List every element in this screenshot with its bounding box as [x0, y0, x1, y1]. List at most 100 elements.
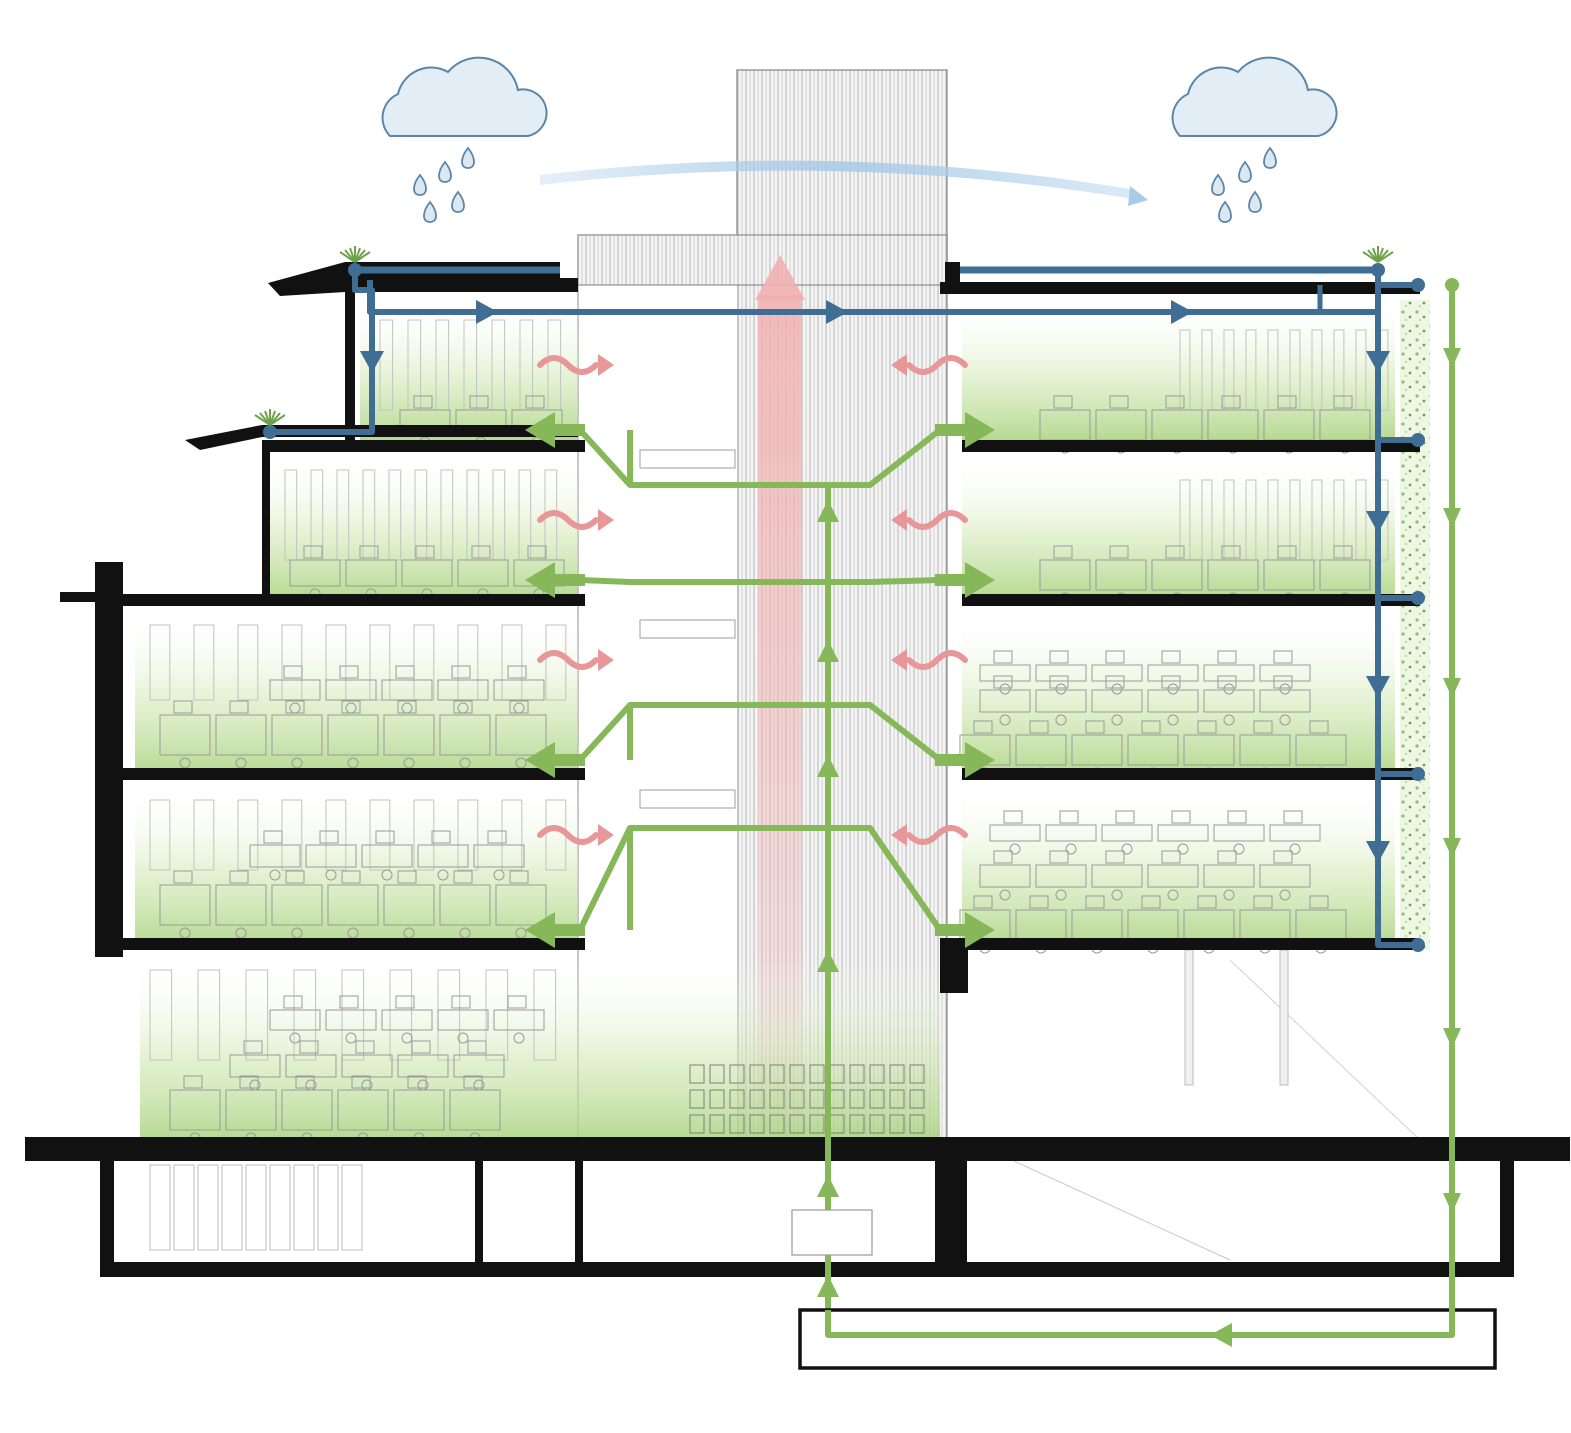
sky-weather	[381, 56, 1338, 223]
desk	[225, 1089, 277, 1131]
supply-arrow-left	[525, 412, 585, 448]
cloud-icon	[381, 56, 548, 137]
office-chair	[1167, 683, 1179, 695]
basement-plant-rack	[173, 1164, 195, 1251]
desk	[397, 1054, 449, 1078]
desk	[1071, 734, 1123, 766]
monitor	[993, 675, 1013, 689]
plant-leaf	[354, 251, 371, 263]
floor-supply-duct-2	[627, 702, 942, 763]
window-mullion	[237, 799, 259, 871]
floor-supply-left-2	[577, 702, 633, 763]
monitor	[1085, 895, 1105, 909]
auditorium-seat	[769, 1064, 785, 1084]
monitor	[1309, 895, 1329, 909]
monitor	[339, 995, 359, 1009]
desk	[1147, 664, 1199, 682]
left-facade-wall-level5	[345, 265, 355, 440]
desk	[159, 884, 211, 926]
desk	[1319, 559, 1371, 591]
office-chair	[1065, 843, 1077, 855]
window-mullion	[379, 319, 394, 411]
monitor	[285, 870, 305, 884]
cloud-shape	[381, 56, 548, 137]
office-chair	[1121, 843, 1133, 855]
atrium-balcony-rail	[639, 619, 736, 639]
desk	[1203, 689, 1255, 713]
desk	[437, 679, 489, 701]
desk	[271, 884, 323, 926]
ground-slab	[25, 1137, 1570, 1161]
auditorium-seat	[689, 1064, 705, 1084]
desk	[1207, 559, 1259, 591]
monitor	[415, 545, 435, 559]
basement-floor-slab	[100, 1262, 1514, 1277]
rain-flow-arrow	[1366, 676, 1390, 698]
monitor	[1161, 850, 1181, 864]
office-chair	[345, 702, 357, 714]
auditorium-seat	[849, 1114, 865, 1134]
monitor	[1059, 810, 1079, 824]
office-chair	[1055, 889, 1067, 901]
desk	[1259, 864, 1311, 888]
monitor	[1165, 395, 1185, 409]
monitor	[1109, 545, 1129, 559]
basement-plant-rack	[197, 1164, 219, 1251]
monitor	[507, 665, 527, 679]
rain-drop-icon	[1218, 200, 1232, 223]
monitor	[339, 665, 359, 679]
rain-flow-arrow	[1366, 351, 1390, 373]
window-mullion	[293, 969, 317, 1061]
basement-plant-rack	[341, 1164, 363, 1251]
monitor	[467, 1040, 487, 1054]
basement-wall-right	[1500, 1137, 1514, 1277]
auditorium-seat	[749, 1089, 765, 1109]
air-wash-zone-2	[135, 610, 578, 774]
window-mullion	[1311, 479, 1323, 561]
auditorium-seat	[689, 1114, 705, 1134]
monitor	[1333, 395, 1353, 409]
monitor	[1197, 895, 1217, 909]
desk	[453, 1054, 505, 1078]
monitor	[973, 720, 993, 734]
monitor	[351, 1075, 371, 1089]
monitor	[1161, 675, 1181, 689]
heat-wave-icon	[537, 355, 599, 375]
floor-supply-left-0	[577, 427, 633, 488]
desk	[1101, 824, 1153, 842]
office-chair	[249, 1079, 261, 1091]
atrium-balcony-rail	[639, 789, 736, 809]
auditorium-seat	[689, 1089, 705, 1109]
office-chair	[1111, 889, 1123, 901]
office-chair	[1279, 683, 1291, 695]
window-mullion	[501, 799, 523, 871]
basement-partition	[935, 1150, 967, 1265]
monitor	[183, 1075, 203, 1089]
desk	[979, 864, 1031, 888]
window-mullion	[245, 969, 269, 1061]
monitor	[1049, 850, 1069, 864]
desk	[1213, 824, 1265, 842]
office-chair	[999, 889, 1011, 901]
monitor	[1253, 720, 1273, 734]
air-flow-arrow-down	[1443, 1193, 1461, 1213]
auditorium-seat	[729, 1114, 745, 1134]
supply-arrow-left	[525, 562, 585, 598]
green-roof-plant-icon	[339, 246, 371, 263]
auditorium-seat	[709, 1089, 725, 1109]
desk	[1295, 734, 1347, 766]
monitor	[173, 870, 193, 884]
monitor	[1197, 720, 1217, 734]
monitor	[1171, 810, 1191, 824]
auditorium-seat	[909, 1114, 925, 1134]
heat-wave-icon	[906, 355, 968, 375]
air-intake-node	[1445, 278, 1459, 292]
air-flow-arrow-up	[817, 755, 839, 777]
basement-plant-rack	[149, 1164, 171, 1251]
monitor	[1049, 650, 1069, 664]
rain-pipe-node	[1411, 591, 1425, 605]
rain-flow-arrow	[1366, 841, 1390, 863]
basement-plant-rack	[269, 1164, 291, 1251]
air-wash-zone-0	[360, 300, 578, 440]
